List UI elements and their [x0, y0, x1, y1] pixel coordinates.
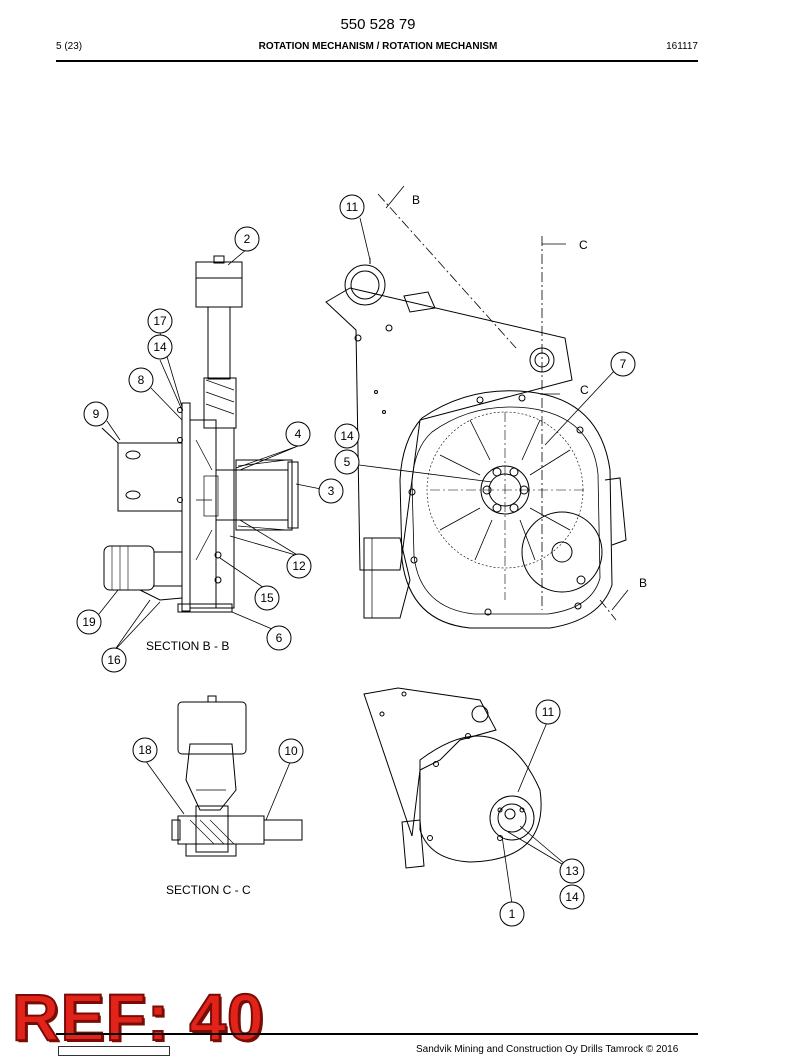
balloon-label: 7	[620, 357, 627, 371]
balloon-label: 13	[565, 864, 579, 878]
page-reference: 5 (23)	[56, 41, 83, 52]
balloon-label: 16	[107, 653, 121, 667]
section-titles: SECTION B - B SECTION C - C	[146, 639, 251, 897]
footer-divider	[56, 1033, 698, 1035]
balloon-label: 12	[292, 559, 306, 573]
section-bb-title: SECTION B - B	[146, 639, 229, 653]
balloon-label: 3	[328, 484, 335, 498]
balloon-label: 14	[153, 340, 167, 354]
section-bb-view	[98, 248, 322, 652]
cut-plane-labels: B C C B	[412, 193, 647, 590]
balloon-21	[499, 901, 525, 927]
cut-label-b-top: B	[412, 193, 420, 207]
balloon-label: 2	[244, 232, 251, 246]
balloon-label: 14	[340, 429, 354, 443]
balloon-label: 6	[276, 631, 283, 645]
page-title: ROTATION MECHANISM / ROTATION MECHANISM	[258, 41, 498, 52]
balloon-17	[278, 738, 304, 764]
balloon-13	[76, 609, 102, 635]
balloon-label: 18	[138, 743, 152, 757]
cut-label-c-mid: C	[580, 383, 589, 397]
balloon-5	[83, 401, 109, 427]
header-divider	[56, 60, 698, 62]
document-number: 550 528 79	[340, 16, 416, 33]
front-view	[325, 185, 629, 629]
balloon-10	[610, 351, 636, 377]
company-logo	[58, 1046, 170, 1056]
balloon-20	[559, 884, 585, 910]
balloon-label: 11	[346, 200, 359, 214]
balloon-2	[147, 308, 173, 334]
balloon-label: 10	[284, 744, 298, 758]
cut-label-c-top: C	[579, 238, 588, 252]
balloon-16	[132, 737, 158, 763]
ref-stamp: REF: 40	[11, 980, 265, 1054]
balloon-label: 4	[295, 427, 302, 441]
balloon-label: 8	[138, 373, 145, 387]
balloon-label: 17	[153, 314, 167, 328]
balloon-7	[334, 423, 360, 449]
balloon-label: 5	[344, 455, 351, 469]
balloon-label: 19	[82, 615, 96, 629]
balloon-label: 15	[260, 591, 274, 605]
cut-label-b-bottom: B	[639, 576, 647, 590]
section-cc-title: SECTION C - C	[166, 883, 251, 897]
balloon-8	[334, 449, 360, 475]
balloon-1	[234, 226, 260, 252]
balloon-9	[318, 478, 344, 504]
balloon-label: 14	[565, 890, 579, 904]
balloon-6	[285, 421, 311, 447]
balloon-label: 11	[542, 705, 555, 719]
balloon-15	[101, 647, 127, 673]
balloon-19	[559, 858, 585, 884]
balloon-3	[147, 334, 173, 360]
balloon-0	[339, 194, 365, 220]
balloon-18	[535, 699, 561, 725]
balloon-label: 9	[93, 407, 100, 421]
balloon-14	[266, 625, 292, 651]
balloon-label: 1	[509, 907, 516, 921]
lower-front-view	[363, 687, 573, 905]
balloon-4	[128, 367, 154, 393]
section-cc-view	[144, 695, 303, 857]
balloon-12	[254, 585, 280, 611]
footer-copyright: Sandvik Mining and Construction Oy Drill…	[416, 1044, 679, 1055]
balloon-callouts	[76, 194, 636, 927]
balloon-labels: 11 2 17 14 8 9 4 14 5 3 7 12 15 19 6 16 …	[82, 200, 626, 921]
document-date: 161117	[666, 41, 698, 52]
balloon-11	[286, 553, 312, 579]
